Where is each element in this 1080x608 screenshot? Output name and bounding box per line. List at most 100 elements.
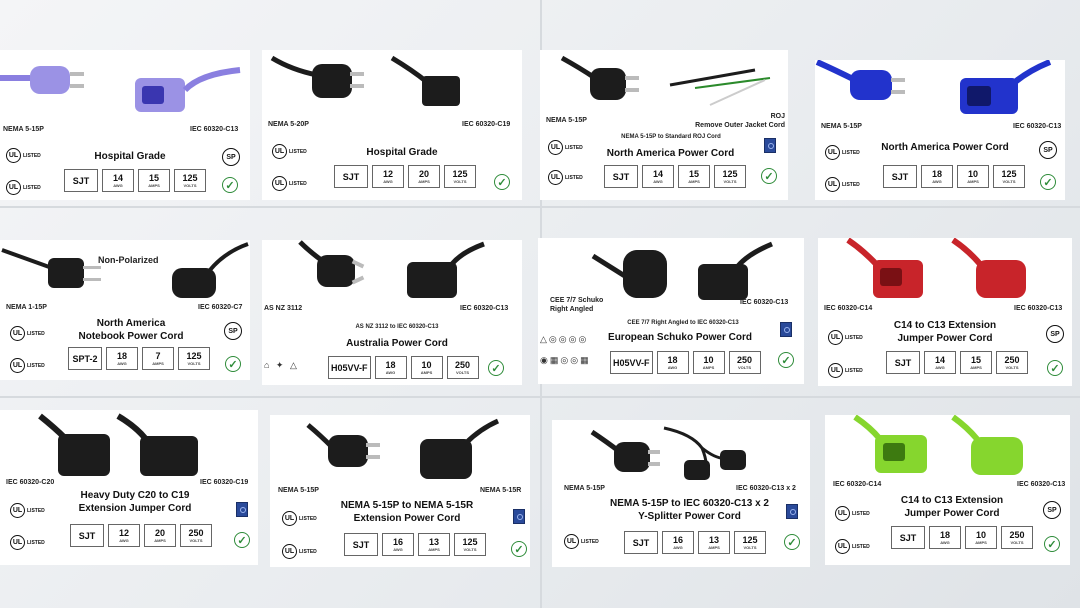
ul-icon: UL xyxy=(10,503,25,518)
cul-icon: UL xyxy=(835,539,850,554)
cord-image-schuko xyxy=(591,241,773,300)
cord-image-c20-c19 xyxy=(38,413,198,476)
spec-type: SJT xyxy=(886,351,920,374)
reach-icon xyxy=(764,138,776,153)
cul-icon: UL xyxy=(282,544,297,559)
ul-icon: UL xyxy=(828,330,843,345)
product-card-c14-c13-red[interactable]: IEC 60320-C14 IEC 60320-C13 C14 to C13 E… xyxy=(818,238,1072,386)
cul-icon: UL xyxy=(548,170,563,185)
reach-icon xyxy=(786,504,798,519)
rohs-check-icon: ✓ xyxy=(1047,360,1063,376)
cul-icon: UL xyxy=(272,176,287,191)
spec-type: SPT-2 xyxy=(68,347,102,370)
left-connector-label: NEMA 1-15P xyxy=(6,304,47,311)
spec-type: SJT xyxy=(624,531,658,554)
product-subtitle: NEMA 5-15P to Standard ROJ Cord xyxy=(621,134,721,140)
cul-icon: UL xyxy=(10,535,25,550)
left-connector-label: NEMA 5-15P xyxy=(3,126,44,133)
product-card-hospital-grade-c19[interactable]: NEMA 5-20P IEC 60320-C19 Hospital Grade … xyxy=(262,50,522,200)
left-connector-label: IEC 60320-C14 xyxy=(833,481,882,488)
product-card-hospital-grade-c13[interactable]: NEMA 5-15P IEC 60320-C13 Hospital Grade … xyxy=(0,50,250,200)
product-card-north-america-blue[interactable]: NEMA 5-15P IEC 60320-C13 North America P… xyxy=(815,60,1065,200)
rohs-check-icon: ✓ xyxy=(494,174,510,190)
right-connector-label: IEC 60320-C13 xyxy=(740,299,789,306)
product-title: C14 to C13 Extension Jumper Power Cord xyxy=(893,320,997,344)
right-connector-label: ROJ Remove Outer Jacket Cord xyxy=(695,113,785,129)
product-title: North America Power Cord xyxy=(606,148,735,159)
rohs-check-icon: ✓ xyxy=(511,541,527,557)
left-connector-label: AS NZ 3112 xyxy=(264,305,303,312)
cul-icon: UL xyxy=(10,358,25,373)
rohs-check-icon: ✓ xyxy=(234,532,250,548)
csa-icon: SP xyxy=(224,322,242,340)
rohs-check-icon: ✓ xyxy=(225,356,241,372)
cert-icons: ⌂ ✦ △ xyxy=(264,360,299,370)
product-subtitle: AS NZ 3112 to IEC 60320-C13 xyxy=(355,324,439,330)
rohs-check-icon: ✓ xyxy=(1040,174,1056,190)
product-card-c20-c19[interactable]: IEC 60320-C20 IEC 60320-C19 Heavy Duty C… xyxy=(0,410,258,565)
product-card-australia-cord[interactable]: AS NZ 3112 IEC 60320-C13 AS NZ 3112 to I… xyxy=(262,240,522,385)
product-card-roj-cord[interactable]: NEMA 5-15P ROJ Remove Outer Jacket Cord … xyxy=(540,50,788,200)
reach-icon xyxy=(780,322,792,337)
cord-image-y-splitter xyxy=(590,426,746,480)
cord-image-purple xyxy=(0,66,241,112)
left-connector-label: IEC 60320-C14 xyxy=(824,305,873,312)
right-connector-label: IEC 60320-C19 xyxy=(200,479,249,486)
left-connector-label: IEC 60320-C20 xyxy=(6,479,55,486)
product-card-notebook-cord[interactable]: Non-Polarized NEMA 1-15P IEC 60320-C7 No… xyxy=(0,240,250,380)
csa-icon: SP xyxy=(1043,501,1061,519)
ul-icon: UL xyxy=(10,326,25,341)
product-card-c14-c13-green[interactable]: IEC 60320-C14 IEC 60320-C13 C14 to C13 E… xyxy=(825,415,1070,565)
product-title: C14 to C13 Extension Jumper Power Cord xyxy=(900,495,1004,519)
cul-icon: UL xyxy=(825,177,840,192)
csa-icon: SP xyxy=(1039,141,1057,159)
product-title: European Schuko Power Cord xyxy=(608,332,752,343)
right-connector-label: IEC 60320-C13 xyxy=(190,126,239,133)
product-card-y-splitter[interactable]: NEMA 5-15P IEC 60320-C13 x 2 NEMA 5-15P … xyxy=(552,420,810,567)
product-card-5-15p-5-15r[interactable]: NEMA 5-15P NEMA 5-15R NEMA 5-15P to NEMA… xyxy=(270,415,530,567)
spec-type: H05VV-F xyxy=(328,356,371,379)
rohs-check-icon: ✓ xyxy=(488,360,504,376)
rohs-check-icon: ✓ xyxy=(778,352,794,368)
cord-image-black xyxy=(270,55,460,106)
cord-image-roj xyxy=(560,55,771,106)
product-title: NEMA 5-15P to NEMA 5-15R Extension Power… xyxy=(340,500,474,524)
left-connector-label: NEMA 5-15P xyxy=(278,487,319,494)
product-card-european-schuko[interactable]: CEE 7/7 Schuko Right Angled IEC 60320-C1… xyxy=(538,238,804,384)
product-title: Hospital Grade xyxy=(94,151,166,162)
